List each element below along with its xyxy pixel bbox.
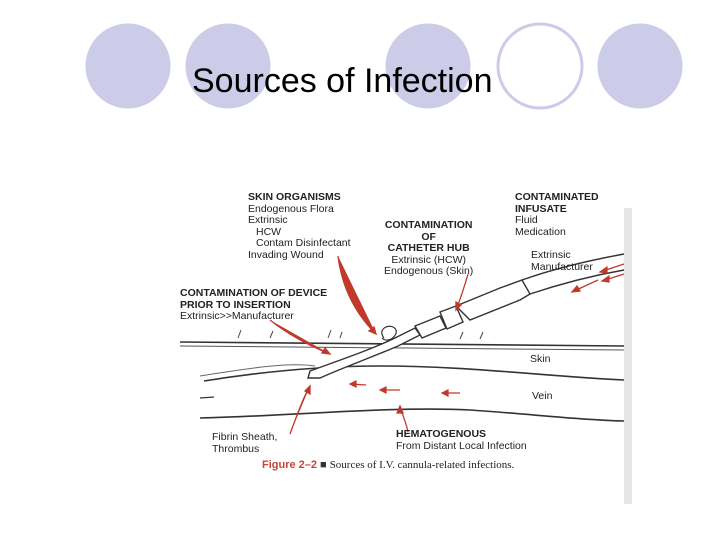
catheter-hub-line: Extrinsic (HCW) bbox=[391, 253, 466, 266]
skin-organisms-line: HCW bbox=[256, 225, 282, 238]
arrow-fibrin bbox=[289, 385, 311, 435]
deco-circle bbox=[382, 20, 474, 112]
figure-caption: Figure 2–2■Sources of I.V. cannula-relat… bbox=[262, 459, 514, 471]
admin-set-tip bbox=[499, 279, 531, 301]
decorative-circles bbox=[82, 20, 686, 112]
hematogenous-title: HEMATOGENOUS bbox=[396, 428, 487, 440]
deco-circle bbox=[594, 20, 686, 112]
tissue-line-upper bbox=[199, 364, 316, 377]
label-infusate: CONTAMINATED INFUSATE Fluid Medication bbox=[515, 191, 599, 238]
label-skin-organisms: SKIN ORGANISMS Endogenous Flora Extrinsi… bbox=[248, 191, 351, 262]
caption-text: Sources of I.V. cannula-related infectio… bbox=[329, 459, 515, 471]
label-fibrin: Fibrin Sheath, Thrombus bbox=[212, 431, 278, 455]
catheter-hub-title: CONTAMINATION bbox=[384, 219, 473, 231]
figure-number: Figure 2–2 bbox=[262, 459, 318, 471]
skin-organisms-title: SKIN ORGANISMS bbox=[248, 191, 341, 203]
infusate-line: Fluid bbox=[515, 214, 538, 227]
extrinsic-manufacturer-line: Manufacturer bbox=[531, 260, 593, 273]
arrow-device bbox=[269, 319, 331, 355]
skin-organisms-line: Invading Wound bbox=[248, 248, 324, 261]
infusate-line: Medication bbox=[515, 225, 566, 238]
skin-organisms-line: Extrinsic bbox=[248, 214, 288, 227]
scan-edge bbox=[624, 208, 632, 504]
deco-circle-outline bbox=[496, 22, 584, 110]
label-skin: Skin bbox=[530, 353, 551, 365]
catheter-hub-line: Endogenous (Skin) bbox=[384, 265, 474, 278]
hematogenous-line: From Distant Local Infection bbox=[396, 439, 527, 452]
skin-organisms-line: Endogenous Flora bbox=[248, 202, 334, 215]
vein-upper-wall bbox=[203, 365, 625, 382]
arrow-skin-organisms bbox=[337, 255, 377, 335]
device-title: CONTAMINATION OF DEVICE bbox=[180, 287, 328, 299]
catheter-hub bbox=[413, 315, 447, 339]
iv-tubing-lower bbox=[529, 269, 625, 295]
fibrin-line: Thrombus bbox=[212, 442, 260, 455]
vein-dash-left bbox=[199, 396, 215, 399]
infusate-title: CONTAMINATED bbox=[515, 191, 599, 203]
caption-square-icon: ■ bbox=[320, 459, 327, 471]
infusion-arrows bbox=[598, 263, 625, 283]
label-extrinsic-manufacturer: Extrinsic Manufacturer bbox=[531, 249, 593, 273]
catheter-hub-title: OF bbox=[421, 230, 436, 243]
iv-tubing-upper bbox=[521, 253, 625, 281]
pointer-arrows bbox=[269, 255, 599, 435]
skin-organisms-line: Contam Disinfectant bbox=[256, 237, 351, 250]
label-device-contamination: CONTAMINATION OF DEVICE PRIOR TO INSERTI… bbox=[180, 287, 328, 323]
deco-circle bbox=[182, 20, 274, 112]
slide-title: Sources of Infection bbox=[192, 62, 493, 100]
label-hematogenous: HEMATOGENOUS From Distant Local Infectio… bbox=[396, 428, 527, 452]
fibrin-line: Fibrin Sheath, bbox=[212, 431, 278, 443]
hub-collar bbox=[439, 305, 464, 330]
label-catheter-hub: CONTAMINATION OF CATHETER HUB Extrinsic … bbox=[384, 219, 474, 278]
iv-infection-figure: SKIN ORGANISMS Endogenous Flora Extrinsi… bbox=[170, 178, 632, 504]
label-vein: Vein bbox=[532, 390, 553, 402]
vein-lower-wall bbox=[199, 408, 625, 422]
flow-arrows bbox=[348, 380, 460, 397]
insertion-curl bbox=[381, 325, 397, 341]
extrinsic-manufacturer-line: Extrinsic bbox=[531, 249, 571, 261]
deco-circle bbox=[82, 20, 174, 112]
device-title: PRIOR TO INSERTION bbox=[180, 298, 291, 311]
figure-drawing bbox=[179, 208, 632, 504]
infusate-title: INFUSATE bbox=[515, 202, 567, 215]
skin-surface-bottom bbox=[179, 345, 625, 351]
device-line: Extrinsic>>Manufacturer bbox=[180, 310, 294, 323]
catheter-hub-title: CATHETER HUB bbox=[387, 242, 470, 255]
skin-hair-ticks bbox=[237, 329, 484, 340]
